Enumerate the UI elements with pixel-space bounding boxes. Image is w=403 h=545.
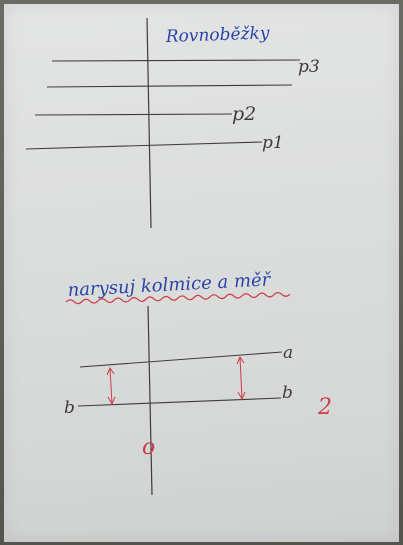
notebook-page: [4, 4, 399, 542]
perpendiculars-section: narysuj kolmice a měř a b b o 2: [64, 269, 332, 496]
distance-arrow-right: [236, 355, 246, 401]
line-b: [77, 397, 282, 407]
line-p3-upper: [51, 59, 301, 62]
distance-arrow-left: [106, 366, 116, 406]
line-a: [79, 351, 283, 368]
label-b-right: b: [282, 383, 293, 403]
title-parallels: Rovnoběžky: [164, 23, 270, 47]
line-p2: [34, 113, 233, 116]
label-p3: p3: [298, 57, 320, 77]
label-a: a: [283, 343, 293, 363]
parallel-lines-section: Rovnoběžky p3 p2 p1: [25, 17, 320, 229]
label-p1: p1: [262, 133, 284, 153]
label-b-left: b: [64, 398, 75, 418]
line-p1: [25, 141, 263, 150]
line-p3-lower: [46, 84, 293, 88]
bottom-vertical-axis: [147, 305, 153, 496]
label-p2: p2: [232, 103, 256, 125]
label-distance: 2: [317, 395, 332, 420]
label-o: o: [142, 435, 155, 460]
title-red-underline: [65, 292, 291, 305]
top-vertical-axis: [146, 17, 152, 229]
